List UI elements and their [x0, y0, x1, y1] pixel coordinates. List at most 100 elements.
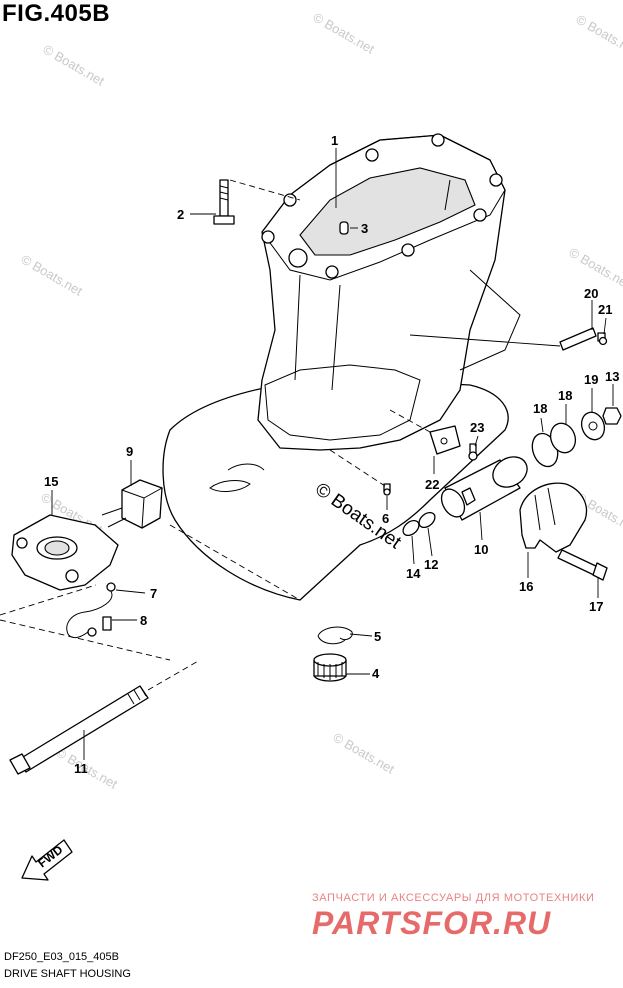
pin-alignment-line [409, 334, 561, 347]
screw-head [598, 336, 608, 346]
bolt-part-6 [383, 483, 391, 496]
diagram-code: DF250_E03_015_405B [4, 951, 119, 963]
bolt-hole [365, 148, 379, 162]
clamp-part-16 [519, 482, 588, 553]
bolt-head [592, 562, 608, 581]
bushing-part-10 [440, 456, 528, 521]
diagram-title: DRIVE SHAFT HOUSING [4, 968, 131, 980]
mount-alignment-line [0, 619, 171, 661]
watermark: © Boats.net [311, 10, 378, 57]
shop-tagline: ЗАПЧАСТИ И АКСЕССУАРЫ ДЛЯ МОТОТЕХНИКИ [312, 892, 595, 904]
screw-part-8 [87, 616, 112, 637]
mount-alignment-line [0, 584, 97, 616]
stud-thread [127, 685, 147, 705]
callout-18b: 18 [558, 388, 572, 403]
bolt-head [383, 488, 391, 496]
housing-lower-section [264, 364, 421, 441]
callout-13: 13 [605, 369, 619, 384]
screw-shank [102, 616, 112, 631]
snap-ring-part-5 [317, 626, 353, 645]
callout-18a: 18 [533, 401, 547, 416]
leader-12 [427, 527, 433, 557]
bolt-hole [401, 243, 415, 257]
bushing-neck [461, 487, 476, 506]
callout-21: 21 [598, 302, 612, 317]
watermark: © Boats.net [567, 245, 623, 292]
callout-10: 10 [474, 542, 488, 557]
rubber-mount-part-9 [101, 479, 163, 529]
bolt-part-2 [213, 179, 235, 225]
nut-body [602, 407, 622, 425]
bolt-hole [283, 193, 297, 207]
bracket-bore-inner [44, 540, 70, 556]
alignment-line [329, 449, 386, 487]
screw-part-21 [597, 332, 608, 346]
callout-labels: 1 2 3 4 5 6 7 8 9 10 11 12 13 14 15 16 1… [44, 133, 619, 776]
mount-alignment-line [169, 524, 301, 601]
gear-teeth [317, 662, 343, 680]
gear-part-4 [313, 653, 347, 682]
callout-2: 2 [177, 207, 184, 222]
callout-5: 5 [374, 629, 381, 644]
callout-22: 22 [425, 477, 439, 492]
stud-bolt-part-11 [9, 685, 149, 775]
watermark: © Boats.net [41, 42, 108, 89]
stud-alignment-line [147, 659, 201, 691]
washer-part-12 [418, 511, 436, 529]
fwd-arrow-shape [21, 839, 73, 881]
bolt-head [213, 215, 235, 225]
leader-14 [411, 535, 415, 565]
bolt-alignment-line [229, 179, 301, 201]
bolt-thread [219, 185, 229, 201]
alignment-line [389, 409, 431, 433]
mount-face [121, 487, 163, 529]
callout-8: 8 [140, 613, 147, 628]
housing-rib [331, 284, 341, 391]
plate-hole [440, 437, 448, 445]
mount-stud [101, 507, 127, 528]
screw-washer [87, 627, 97, 637]
callout-7: 7 [150, 586, 157, 601]
callout-leaders [51, 148, 614, 760]
ground-wire [66, 589, 113, 639]
callout-1: 1 [331, 133, 338, 148]
callout-14: 14 [406, 566, 421, 581]
bolt-hole [261, 230, 275, 244]
bushing-front [440, 488, 466, 518]
leader-7 [115, 589, 146, 594]
callout-23: 23 [470, 420, 484, 435]
washer-part-19 [580, 411, 606, 441]
plate-drain-slot [209, 480, 251, 492]
clamp-edge [534, 487, 556, 531]
callout-12: 12 [424, 557, 438, 572]
bolt-hole [325, 265, 339, 279]
washer-part-19-bore [588, 421, 598, 431]
watermark: © Boats.net [574, 12, 623, 59]
callout-6: 6 [382, 511, 389, 526]
fig-title: FIG.405B [2, 0, 111, 27]
callout-9: 9 [126, 444, 133, 459]
bolt-hole [489, 173, 503, 187]
watermark: © Boats.net [331, 730, 398, 777]
shop-logo: PARTSFOR.RU [312, 905, 552, 941]
bolt-part-23 [468, 443, 478, 461]
housing-rib [444, 179, 451, 211]
callout-16: 16 [519, 579, 533, 594]
nut-part-13 [602, 407, 622, 425]
callout-11: 11 [74, 761, 88, 776]
bushing-end [492, 456, 528, 488]
housing-rear-fin [459, 269, 521, 371]
bolt-part-17 [557, 549, 608, 581]
leader-10 [479, 511, 483, 541]
callout-20: 20 [584, 286, 598, 301]
washer-part-18-b [549, 422, 577, 454]
callout-19: 19 [584, 372, 598, 387]
plate-part-22 [429, 425, 461, 455]
mount-bracket-part-15 [11, 514, 119, 591]
washer-part-7 [106, 582, 116, 592]
washer-part-14 [402, 519, 420, 537]
bolt-hole [431, 133, 445, 147]
pin-part-20 [559, 327, 597, 351]
callout-17: 17 [589, 599, 603, 614]
